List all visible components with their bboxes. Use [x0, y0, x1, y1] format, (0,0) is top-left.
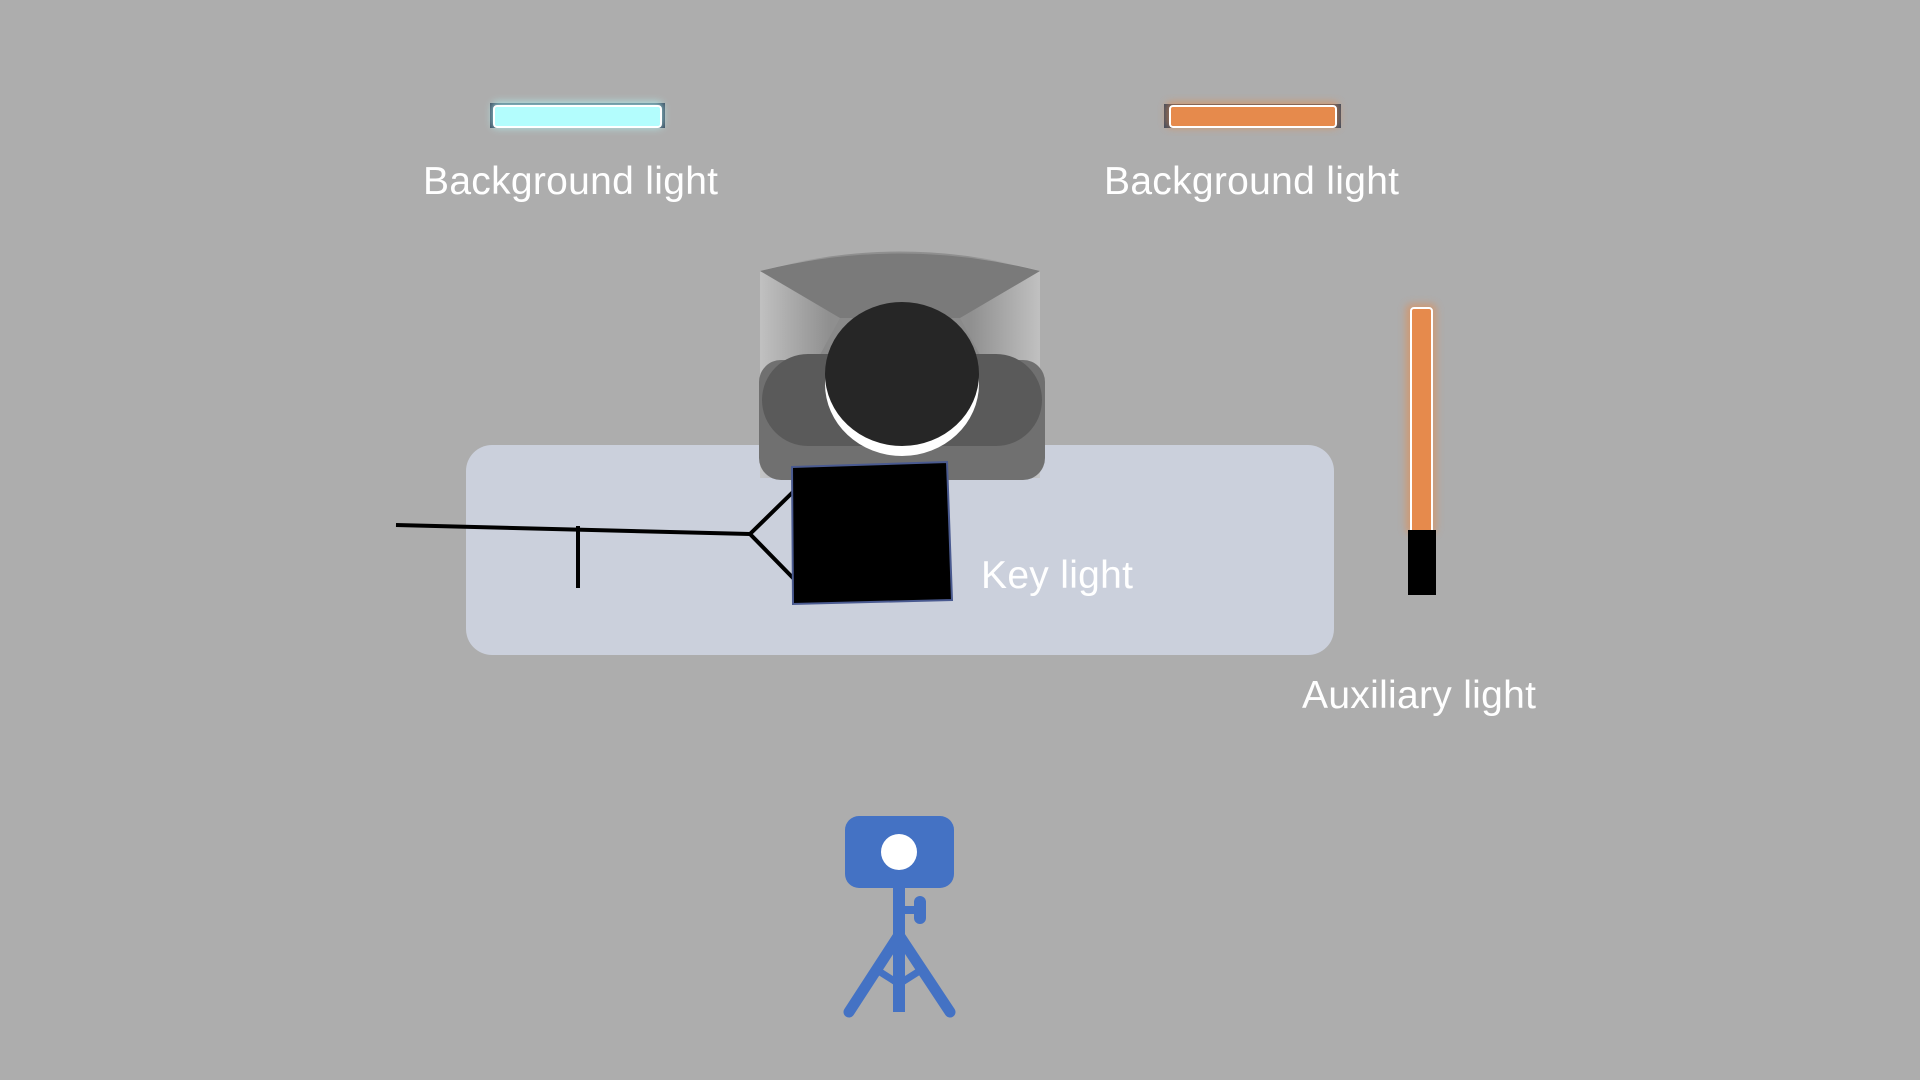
- background-light-right-label: Background light: [1104, 160, 1400, 203]
- background-light-right: [1164, 102, 1341, 128]
- background-light-left: [490, 102, 665, 128]
- person-top-view-icon: [759, 251, 1045, 480]
- key-light-label: Key light: [981, 554, 1134, 597]
- softbox-icon: [395, 460, 954, 606]
- auxiliary-light-label: Auxiliary light: [1302, 674, 1537, 717]
- light-tube-icon: [1406, 304, 1436, 595]
- camera-tripod-icon: [843, 816, 956, 1018]
- background-light-left-label: Background light: [423, 160, 719, 203]
